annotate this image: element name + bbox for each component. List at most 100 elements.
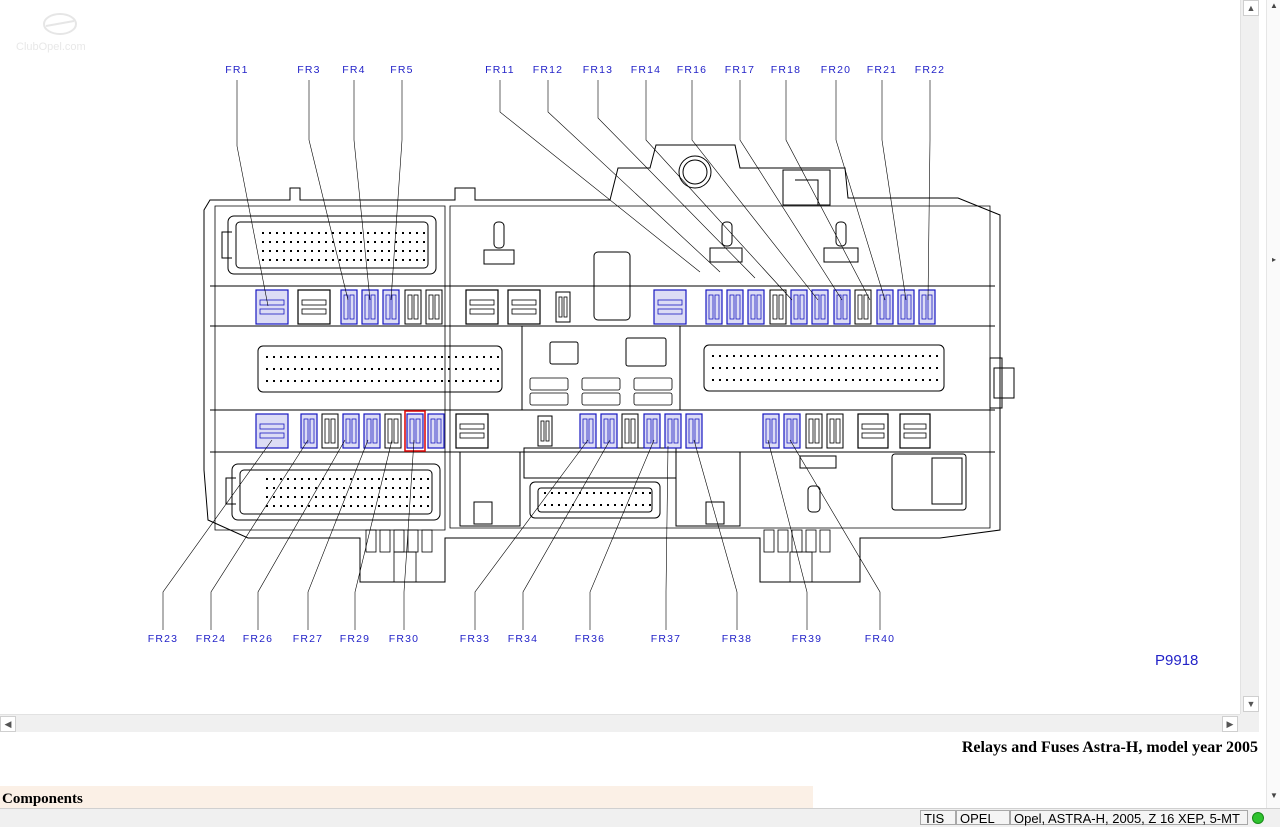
- fuse-slot: [340, 289, 358, 325]
- page-arrow-down-icon[interactable]: ▼: [1270, 791, 1278, 800]
- maxi-fuse-slot: [297, 289, 331, 325]
- top-label: FR17: [725, 64, 755, 76]
- page-scroll-thumb-icon[interactable]: ▸: [1271, 255, 1276, 264]
- fuse-slot: [897, 289, 915, 325]
- leader-line: [390, 80, 403, 301]
- fuse-slot: [427, 413, 445, 449]
- status-brand: OPEL: [956, 810, 1010, 826]
- top-label: FR5: [390, 64, 413, 76]
- fuse-slot: [384, 413, 402, 449]
- diagram-viewer[interactable]: ClubOpel.com: [0, 0, 1240, 714]
- fuse-slot: [762, 413, 780, 449]
- maxi-fuse-slot: [857, 413, 889, 449]
- fuse-slot: [918, 289, 936, 325]
- bottom-label: FR39: [792, 633, 822, 645]
- page-arrow-up-icon[interactable]: ▲: [1270, 1, 1278, 10]
- leader-line: [693, 439, 738, 630]
- arrow-right-icon[interactable]: ▶: [1222, 716, 1238, 732]
- fuse-slot: [342, 413, 360, 449]
- fuse-slot: [876, 289, 894, 325]
- leader-line: [474, 439, 589, 630]
- diagram-code: P9918: [1155, 652, 1198, 669]
- leader-line: [739, 80, 843, 301]
- maxi-fuse-slot: [455, 413, 489, 449]
- fuse-slot: [811, 289, 829, 325]
- scroll-corner: [1240, 714, 1259, 732]
- fuse-slot: [769, 289, 787, 325]
- fuse-slot: [685, 413, 703, 449]
- fuse-slot: [382, 289, 400, 325]
- maxi-fuse-slot: [465, 289, 499, 325]
- diagram-caption: Relays and Fuses Astra-H, model year 200…: [961, 739, 1258, 756]
- leader-line: [403, 439, 415, 630]
- leader-line: [645, 80, 793, 301]
- fuse-box-housing: [203, 144, 1015, 583]
- leader-line: [547, 80, 721, 273]
- bottom-label: FR38: [722, 633, 752, 645]
- leader-line: [835, 80, 886, 301]
- leader-line: [162, 439, 273, 630]
- maxi-fuse-slot: [899, 413, 931, 449]
- status-app: TIS: [920, 810, 956, 826]
- leader-line: [589, 439, 655, 630]
- top-label: FR13: [583, 64, 613, 76]
- fuse-slot: [726, 289, 744, 325]
- bottom-label: FR24: [196, 633, 226, 645]
- fuse-slot: [537, 415, 553, 447]
- arrow-up-icon[interactable]: ▲: [1243, 0, 1259, 16]
- leader-line: [210, 439, 309, 630]
- fuse-slot: [790, 289, 808, 325]
- maxi-fuse-slot: [507, 289, 541, 325]
- leader-line: [354, 439, 393, 630]
- bottom-label: FR36: [575, 633, 605, 645]
- leader-lines: [162, 80, 931, 630]
- leader-line: [767, 439, 808, 630]
- bottom-label: FR33: [460, 633, 490, 645]
- leader-line: [785, 80, 871, 301]
- fuse-slot: [664, 413, 682, 449]
- maxi-fuse-slot: [653, 289, 687, 325]
- top-label: FR11: [485, 64, 515, 76]
- fuse-slot: [643, 413, 661, 449]
- status-led-icon: [1252, 812, 1264, 824]
- vertical-scrollbar[interactable]: ▲ ▼: [1240, 0, 1259, 714]
- fuse-slot: [833, 289, 851, 325]
- fuse-box-diagram: ClubOpel.com: [16, 13, 1198, 669]
- leader-line: [927, 80, 931, 301]
- bottom-label: FR26: [243, 633, 273, 645]
- leader-line: [308, 80, 349, 301]
- leader-line: [307, 439, 369, 630]
- page-scrollbar[interactable]: ▲ ▸ ▼: [1266, 0, 1280, 808]
- bottom-label: FR29: [340, 633, 370, 645]
- leader-line: [236, 80, 269, 307]
- leader-line: [499, 80, 701, 273]
- watermark-logo-icon: [43, 13, 77, 35]
- bottom-label: FR37: [651, 633, 681, 645]
- leader-line: [881, 80, 907, 301]
- bottom-label: FR40: [865, 633, 895, 645]
- arrow-left-icon[interactable]: ◀: [0, 716, 16, 732]
- fuse-slot: [321, 413, 339, 449]
- fuse-slot: [600, 413, 618, 449]
- fuse-slot: [361, 289, 379, 325]
- fuse-slot: [705, 289, 723, 325]
- fuse-slot: [579, 413, 597, 449]
- fuse-slot: [425, 289, 443, 325]
- bottom-label: FR30: [389, 633, 419, 645]
- top-label: FR3: [297, 64, 320, 76]
- horizontal-scrollbar[interactable]: ◀ ▶: [0, 714, 1240, 732]
- bottom-label: FR34: [508, 633, 538, 645]
- fuse-slot: [805, 413, 823, 449]
- components-section: Components: [0, 786, 813, 808]
- components-heading: Components: [2, 791, 83, 807]
- bottom-label: FR23: [148, 633, 178, 645]
- fuse-slot: [783, 413, 801, 449]
- leader-line: [665, 445, 669, 630]
- arrow-down-icon[interactable]: ▼: [1243, 696, 1259, 712]
- top-label: FR4: [342, 64, 365, 76]
- status-bar: TIS OPEL Opel, ASTRA-H, 2005, Z 16 XEP, …: [0, 808, 1280, 827]
- leader-line: [257, 439, 346, 630]
- maxi-fuse-slot: [255, 289, 289, 325]
- leader-line: [691, 80, 819, 301]
